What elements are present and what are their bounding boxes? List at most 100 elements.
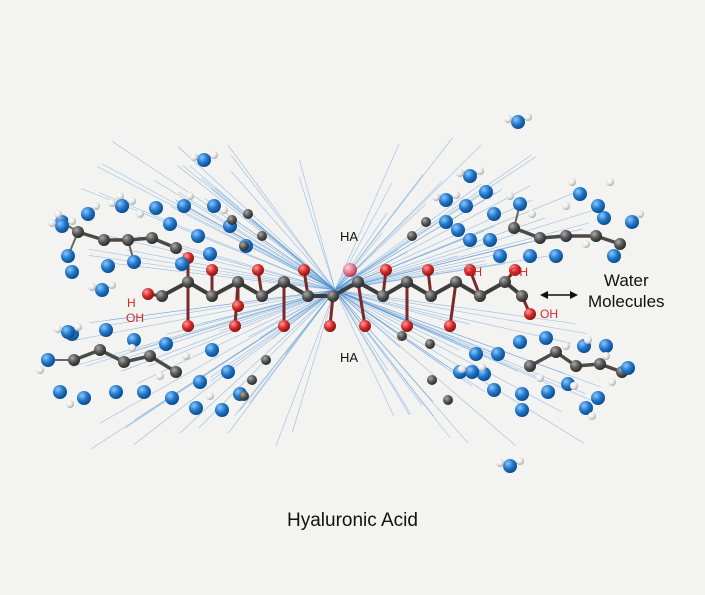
ray [334, 233, 383, 291]
carbon-atom [425, 290, 437, 302]
blue-atom [109, 385, 123, 399]
carbon-atom [239, 241, 249, 251]
blue-atom [215, 403, 229, 417]
blue-atom [503, 459, 517, 473]
blue-atom [539, 331, 553, 345]
carbon-atom [170, 242, 182, 254]
blue-atom [55, 219, 69, 233]
hydrogen-atom [116, 192, 124, 200]
blue-atom [573, 187, 587, 201]
blue-atom [541, 385, 555, 399]
blue-atom [177, 199, 191, 213]
carbon-atom [118, 356, 130, 368]
oxygen-atom [359, 320, 371, 332]
carbon-atom [94, 344, 106, 356]
blue-atom [483, 233, 497, 247]
carbon-atom [560, 230, 572, 242]
hydrogen-atom [36, 366, 44, 374]
blue-atom [479, 185, 493, 199]
hydrogen-atom [92, 202, 100, 210]
ray [334, 222, 589, 291]
blue-atom [439, 215, 453, 229]
blue-atom [137, 385, 151, 399]
hydrogen-atom [432, 193, 440, 201]
blue-atom [511, 115, 525, 129]
ray [98, 192, 336, 291]
carbon-atom [257, 231, 267, 241]
ray [179, 289, 336, 434]
carbon-atom [247, 375, 257, 385]
blue-atom [469, 347, 483, 361]
blue-atom [61, 325, 75, 339]
hydroxyl-symbol: OH [540, 307, 558, 321]
hydrogen-atom [74, 323, 82, 331]
oxygen-atom [524, 308, 536, 320]
oxygen-atom [142, 288, 154, 300]
blue-atom [95, 283, 109, 297]
ray [175, 199, 336, 291]
blue-atom [175, 257, 189, 271]
ray [177, 146, 336, 291]
ray [334, 154, 532, 291]
hydrogen-atom [570, 382, 578, 390]
ray [178, 191, 336, 291]
ray [334, 156, 536, 291]
ray [109, 289, 336, 321]
hydrogen-atom [562, 342, 570, 350]
ray [170, 206, 336, 291]
carbon-atom [302, 290, 314, 302]
carbon-atom [427, 375, 437, 385]
hydrogen-atom [54, 210, 62, 218]
ray [334, 144, 482, 291]
carbon-atom [474, 290, 486, 302]
carbon-atom [499, 276, 511, 288]
molecule-atoms [36, 113, 644, 473]
ray [292, 289, 336, 432]
carbon-atom [425, 339, 435, 349]
ray [334, 289, 460, 351]
hydrogen-atom [186, 192, 194, 200]
oxygen-atom [232, 300, 244, 312]
ray [110, 289, 336, 326]
ray [251, 219, 336, 291]
blue-atom [207, 199, 221, 213]
blue-atom [149, 201, 163, 215]
blue-atom [465, 365, 479, 379]
carbon-atom [146, 232, 158, 244]
carbon-atom [594, 358, 606, 370]
blue-atom [459, 199, 473, 213]
carbon-atom [443, 395, 453, 405]
hydrogen-atom [206, 392, 214, 400]
carbon-atom [450, 276, 462, 288]
ha-label-bottom: HA [340, 350, 359, 365]
ray [334, 289, 592, 401]
carbon-atom [72, 226, 84, 238]
blue-atom [101, 259, 115, 273]
blue-atom [189, 401, 203, 415]
blue-atom [621, 361, 635, 375]
blue-atom [115, 199, 129, 213]
blue-atom [77, 391, 91, 405]
blue-atom [463, 169, 477, 183]
carbon-atom [377, 290, 389, 302]
hydroxyl-symbol: OH [126, 311, 144, 325]
blue-atom [159, 337, 173, 351]
blue-atom [127, 333, 141, 347]
oxygen-atom [422, 264, 434, 276]
central-atom [343, 263, 357, 277]
ray [334, 203, 427, 291]
blue-atom [515, 387, 529, 401]
hydrogen-atom [506, 192, 514, 200]
blue-atom [163, 217, 177, 231]
hydrogen-atom [536, 374, 544, 382]
hydrogen-atom [504, 115, 512, 123]
oxygen-atom [324, 320, 336, 332]
carbon-atom [421, 217, 431, 227]
blue-atom [515, 403, 529, 417]
ray [334, 289, 586, 395]
ray [102, 163, 336, 291]
carbon-atom [206, 290, 218, 302]
water-label-line2: Molecules [588, 292, 665, 311]
carbon-atom [570, 360, 582, 372]
carbon-atom [407, 231, 417, 241]
